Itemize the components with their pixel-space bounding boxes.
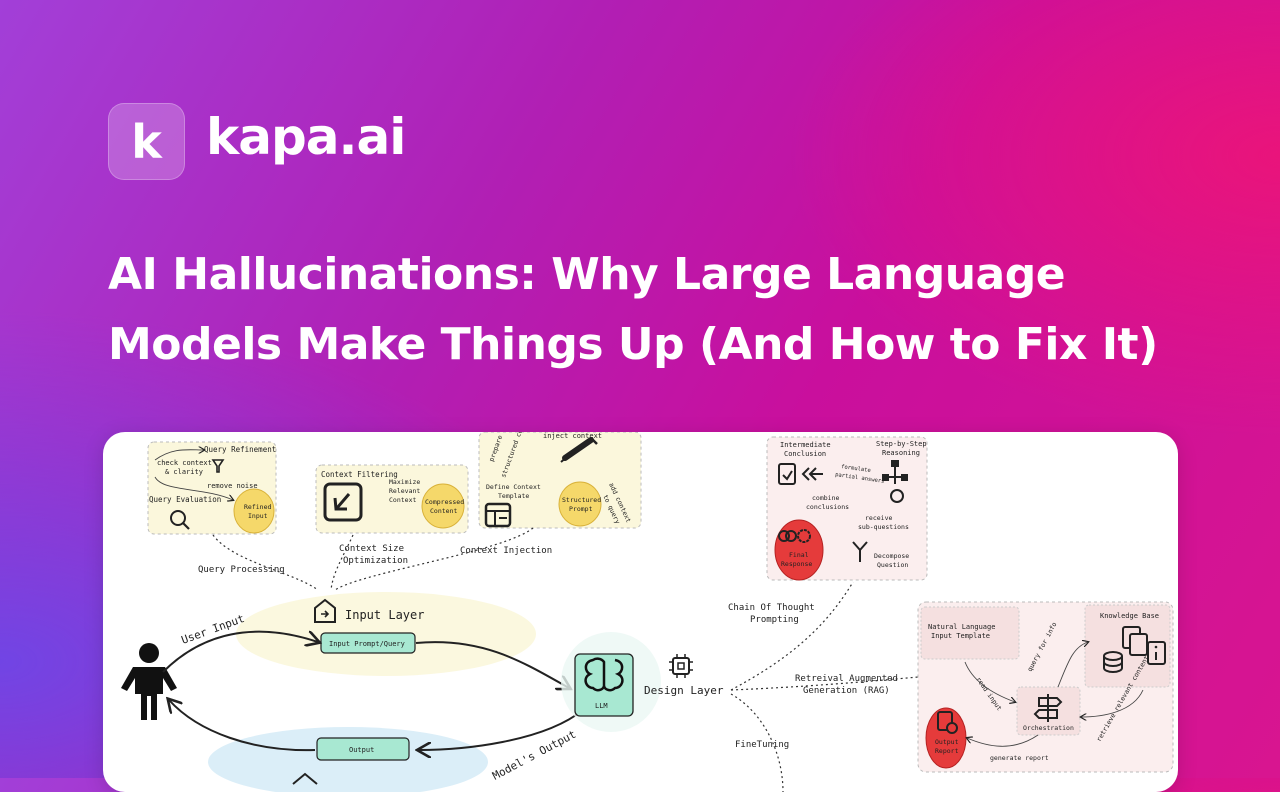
inject-context-label: inject context [543, 432, 602, 440]
combine-label-2: conclusions [806, 503, 849, 511]
query-refinement-label: Query Refinement [204, 445, 276, 454]
final-response-node [774, 519, 824, 581]
nl-label-1: Natural Language [928, 623, 995, 631]
maximize-label-2: Relevant [389, 487, 420, 495]
compressed-content-node [421, 483, 465, 529]
maximize-label-1: Maximize [389, 478, 420, 486]
info-file-icon [1147, 641, 1166, 665]
context-size-label-1: Context Size [339, 544, 404, 554]
decompose-label-2: Question [877, 561, 908, 569]
intermediate-label-2: Conclusion [784, 450, 826, 458]
arrows-left-icon [801, 467, 823, 481]
input-layer-label: Input Layer [345, 608, 424, 622]
nl-label-2: Input Template [931, 632, 990, 640]
syringe-icon [560, 437, 598, 463]
orchestration-label: Orchestration [1023, 724, 1074, 732]
rag-label-2: Generation (RAG) [803, 686, 890, 696]
models-output-label: Model's Output [490, 728, 578, 783]
architecture-diagram: Query Refinement check context & clarity… [121, 432, 1174, 792]
knowledge-base-node [1084, 604, 1171, 688]
template-icon [484, 502, 512, 528]
split-icon [852, 541, 868, 562]
brand-name: kapa.ai [206, 108, 406, 166]
check-context-label: check context [157, 459, 212, 467]
hierarchy-icon [882, 460, 908, 503]
generate-report-label: generate report [990, 754, 1049, 762]
report-icon [937, 711, 958, 734]
step-label-2: Reasoning [882, 449, 920, 457]
knowledge-base-label: Knowledge Base [1100, 612, 1159, 620]
clipboard-check-icon [778, 463, 796, 485]
logo-letter: k [131, 114, 162, 169]
cot-label-2: Prompting [750, 615, 799, 625]
brain-icon [584, 657, 624, 692]
design-layer-label: Design Layer [644, 684, 724, 697]
final-label-1: Final [789, 551, 809, 559]
compressed-label-1: Compressed [425, 498, 464, 506]
context-size-label-2: Optimization [343, 556, 408, 566]
context-filtering-title: Context Filtering [321, 470, 398, 479]
remove-noise-label: remove noise [207, 482, 258, 490]
finetuning-label: FineTuning [735, 740, 789, 750]
query-processing-label: Query Processing [198, 565, 285, 575]
formulate-label-1: formulate [841, 464, 871, 474]
structured-label-1: Structured [562, 496, 601, 504]
step-label-1: Step-by-Step [876, 440, 927, 448]
receive-label-1: receive [865, 514, 892, 522]
login-icon [314, 598, 336, 623]
nl-template-node [920, 606, 1020, 660]
llm-label: LLM [595, 702, 608, 710]
define-label-2: Template [498, 492, 529, 500]
signpost-icon [1033, 694, 1063, 722]
combine-label-1: combine [812, 494, 839, 502]
refined-label-1: Refined [244, 503, 271, 511]
decompose-label-1: Decompose [874, 552, 909, 560]
user-input-label: User Input [180, 612, 247, 647]
kapa-logo: k [108, 103, 185, 180]
compress-icon [323, 482, 363, 522]
structured-prompt-node [558, 481, 602, 527]
chain-link-icon [778, 529, 811, 543]
chip-icon [669, 654, 693, 678]
output-report-label-2: Report [935, 747, 959, 755]
output-report-label-1: Output [935, 738, 959, 746]
query-evaluation-label: Query Evaluation [149, 495, 221, 504]
diagram-card: Query Refinement check context & clarity… [103, 432, 1178, 792]
define-label-1: Define Context [486, 483, 541, 491]
search-icon [170, 510, 190, 530]
and-clarity-label: & clarity [165, 468, 203, 476]
intermediate-label-1: Intermediate [780, 441, 831, 449]
context-injection-label: Context Injection [460, 546, 552, 556]
user-icon [121, 643, 177, 720]
rag-label-1: Retreival Augmented [795, 674, 898, 684]
final-label-2: Response [781, 560, 812, 568]
input-prompt-label: Input Prompt/Query [329, 640, 405, 648]
structured-label-2: Prompt [569, 505, 593, 513]
article-headline: AI Hallucinations: Why Large Language Mo… [108, 249, 1158, 370]
output-node [316, 737, 410, 761]
refined-input-node [233, 488, 275, 534]
receive-label-2: sub-questions [858, 523, 909, 531]
cot-label-1: Chain Of Thought [728, 603, 815, 613]
database-icon [1103, 651, 1123, 673]
filter-icon [211, 459, 225, 473]
maximize-label-3: Context [389, 496, 416, 504]
output-label: Output [349, 746, 374, 754]
refined-label-2: Input [248, 512, 268, 520]
compressed-label-2: Content [430, 507, 457, 515]
